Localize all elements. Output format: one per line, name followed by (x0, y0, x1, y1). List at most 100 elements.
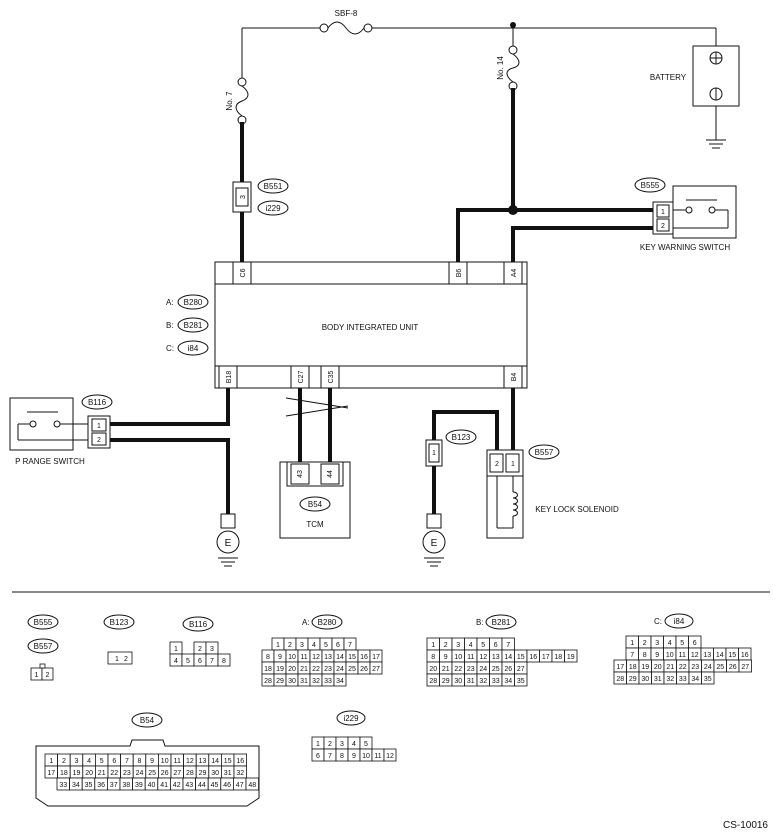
b54-pin-19: 19 (73, 770, 81, 777)
fuse-no7-label: No. 7 (225, 91, 234, 111)
battery: BATTERY (650, 45, 740, 149)
b280-pin-23: 23 (324, 666, 332, 673)
b281-pin-28: 28 (429, 678, 437, 685)
key-lock-solenoid: 2 1 B557 KEY LOCK SOLENOID (486, 444, 619, 539)
b280-pin-26: 26 (360, 666, 368, 673)
b54-pin-44: 44 (198, 782, 206, 789)
b54-pin-34: 34 (72, 782, 80, 789)
b54-pin-5: 5 (100, 758, 104, 765)
i84-pin-31: 31 (654, 676, 662, 683)
kws-label: KEY WARNING SWITCH (640, 243, 730, 252)
i84-pin-17: 17 (616, 664, 624, 671)
i84-pin-32: 32 (666, 676, 674, 683)
b281-pin-12: 12 (479, 654, 487, 661)
i84-pin-14: 14 (716, 652, 724, 659)
i84-pin-30: 30 (641, 676, 649, 683)
i229-pin-3: 3 (340, 741, 344, 748)
connector-b123: 1 B123 (425, 429, 477, 467)
b116-pin-4: 4 (174, 658, 178, 665)
i84-pin-22: 22 (679, 664, 687, 671)
tcm-pin44: 44 (327, 470, 334, 478)
b280-pin-20: 20 (288, 666, 296, 673)
b281-pin-16: 16 (529, 654, 537, 661)
i84-pin-12: 12 (691, 652, 699, 659)
legend-b280-label: B280 (318, 618, 337, 627)
prs-pin1: 1 (97, 423, 101, 430)
twisted-pair-marker (285, 397, 349, 417)
b54-pin-6: 6 (112, 758, 116, 765)
b281-pin-11: 11 (467, 654, 474, 661)
supply-wires (241, 22, 717, 78)
b280-pin-34: 34 (336, 678, 344, 685)
b281-pin-9: 9 (444, 654, 448, 661)
b281-pin-27: 27 (517, 666, 525, 673)
b281-pin-33: 33 (492, 678, 500, 685)
i84-pin-4: 4 (668, 640, 672, 647)
i229-pin-10: 10 (362, 753, 370, 760)
b280-cell (333, 673, 347, 687)
i84-pin-6: 6 (693, 640, 697, 647)
biu-prefix-c: C: (166, 344, 174, 353)
b281-cell (564, 649, 578, 663)
b54-pin-27: 27 (173, 770, 181, 777)
i229-pin-7: 7 (328, 753, 332, 760)
legend-i84-prefix: C: (654, 617, 662, 626)
b280-pin-30: 30 (288, 678, 296, 685)
b54-pin-25: 25 (148, 770, 156, 777)
b116-pin-6: 6 (198, 658, 202, 665)
b54-pin-14: 14 (211, 758, 219, 765)
b280-pin-33: 33 (324, 678, 332, 685)
b54-pin-33: 33 (59, 782, 67, 789)
ground-right-symbol: E (431, 538, 438, 549)
i229-pin-5: 5 (364, 741, 368, 748)
b54-pin-12: 12 (186, 758, 194, 765)
b116-pin-8: 8 (222, 658, 226, 665)
b281-pin-7: 7 (506, 642, 510, 649)
legend-b116-label: B116 (189, 620, 208, 629)
b280-pin-24: 24 (336, 666, 344, 673)
i229-pin-8: 8 (340, 753, 344, 760)
i229-label: i229 (265, 204, 281, 213)
b280-pin-14: 14 (336, 654, 344, 661)
b281-pin-32: 32 (479, 678, 487, 685)
b281-pin-14: 14 (504, 654, 512, 661)
tcm-label: TCM (306, 520, 324, 529)
biu-conn-a: B280 (184, 298, 203, 307)
b281-pin-29: 29 (442, 678, 450, 685)
diagram-code: CS-10016 (723, 820, 768, 831)
biu-conn-c: i84 (188, 344, 199, 353)
b54-pin-7: 7 (125, 758, 129, 765)
b54-pin-48: 48 (248, 782, 256, 789)
b54-pin-9: 9 (150, 758, 154, 765)
pin-c27: C27 (298, 370, 305, 383)
legend-b281-label: B281 (492, 618, 511, 627)
b280-pin-16: 16 (360, 654, 368, 661)
tcm: 43 44 B54 TCM (279, 461, 351, 539)
b281-pin-10: 10 (454, 654, 462, 661)
b54-pin-42: 42 (173, 782, 181, 789)
b281-pin-8: 8 (431, 654, 435, 661)
i84-pin-1: 1 (630, 640, 634, 647)
b54-pin-36: 36 (97, 782, 105, 789)
ground-right: E (422, 513, 446, 567)
p-range-switch: 1 2 B116 P RANGE SWITCH (9, 394, 113, 466)
b54-pin-11: 11 (174, 758, 181, 765)
b54-cell (245, 777, 260, 791)
i229-pin-6: 6 (316, 753, 320, 760)
kls-label: KEY LOCK SOLENOID (535, 505, 619, 514)
b551-label: B551 (264, 182, 283, 191)
i84-pin-29: 29 (629, 676, 637, 683)
i84-pin-26: 26 (729, 664, 737, 671)
b280-pin-18: 18 (264, 666, 272, 673)
b281-cell (514, 673, 528, 687)
legend-b123-label: B123 (110, 618, 129, 627)
b281-pin-24: 24 (479, 666, 487, 673)
b54-pin-15: 15 (224, 758, 232, 765)
connector-b551: 3 B551 i229 (232, 178, 289, 216)
b281-pin-22: 22 (454, 666, 462, 673)
i84-pin-21: 21 (666, 664, 674, 671)
b54-pin-23: 23 (123, 770, 131, 777)
b116-cell (217, 653, 231, 667)
b280-pin-15: 15 (348, 654, 356, 661)
